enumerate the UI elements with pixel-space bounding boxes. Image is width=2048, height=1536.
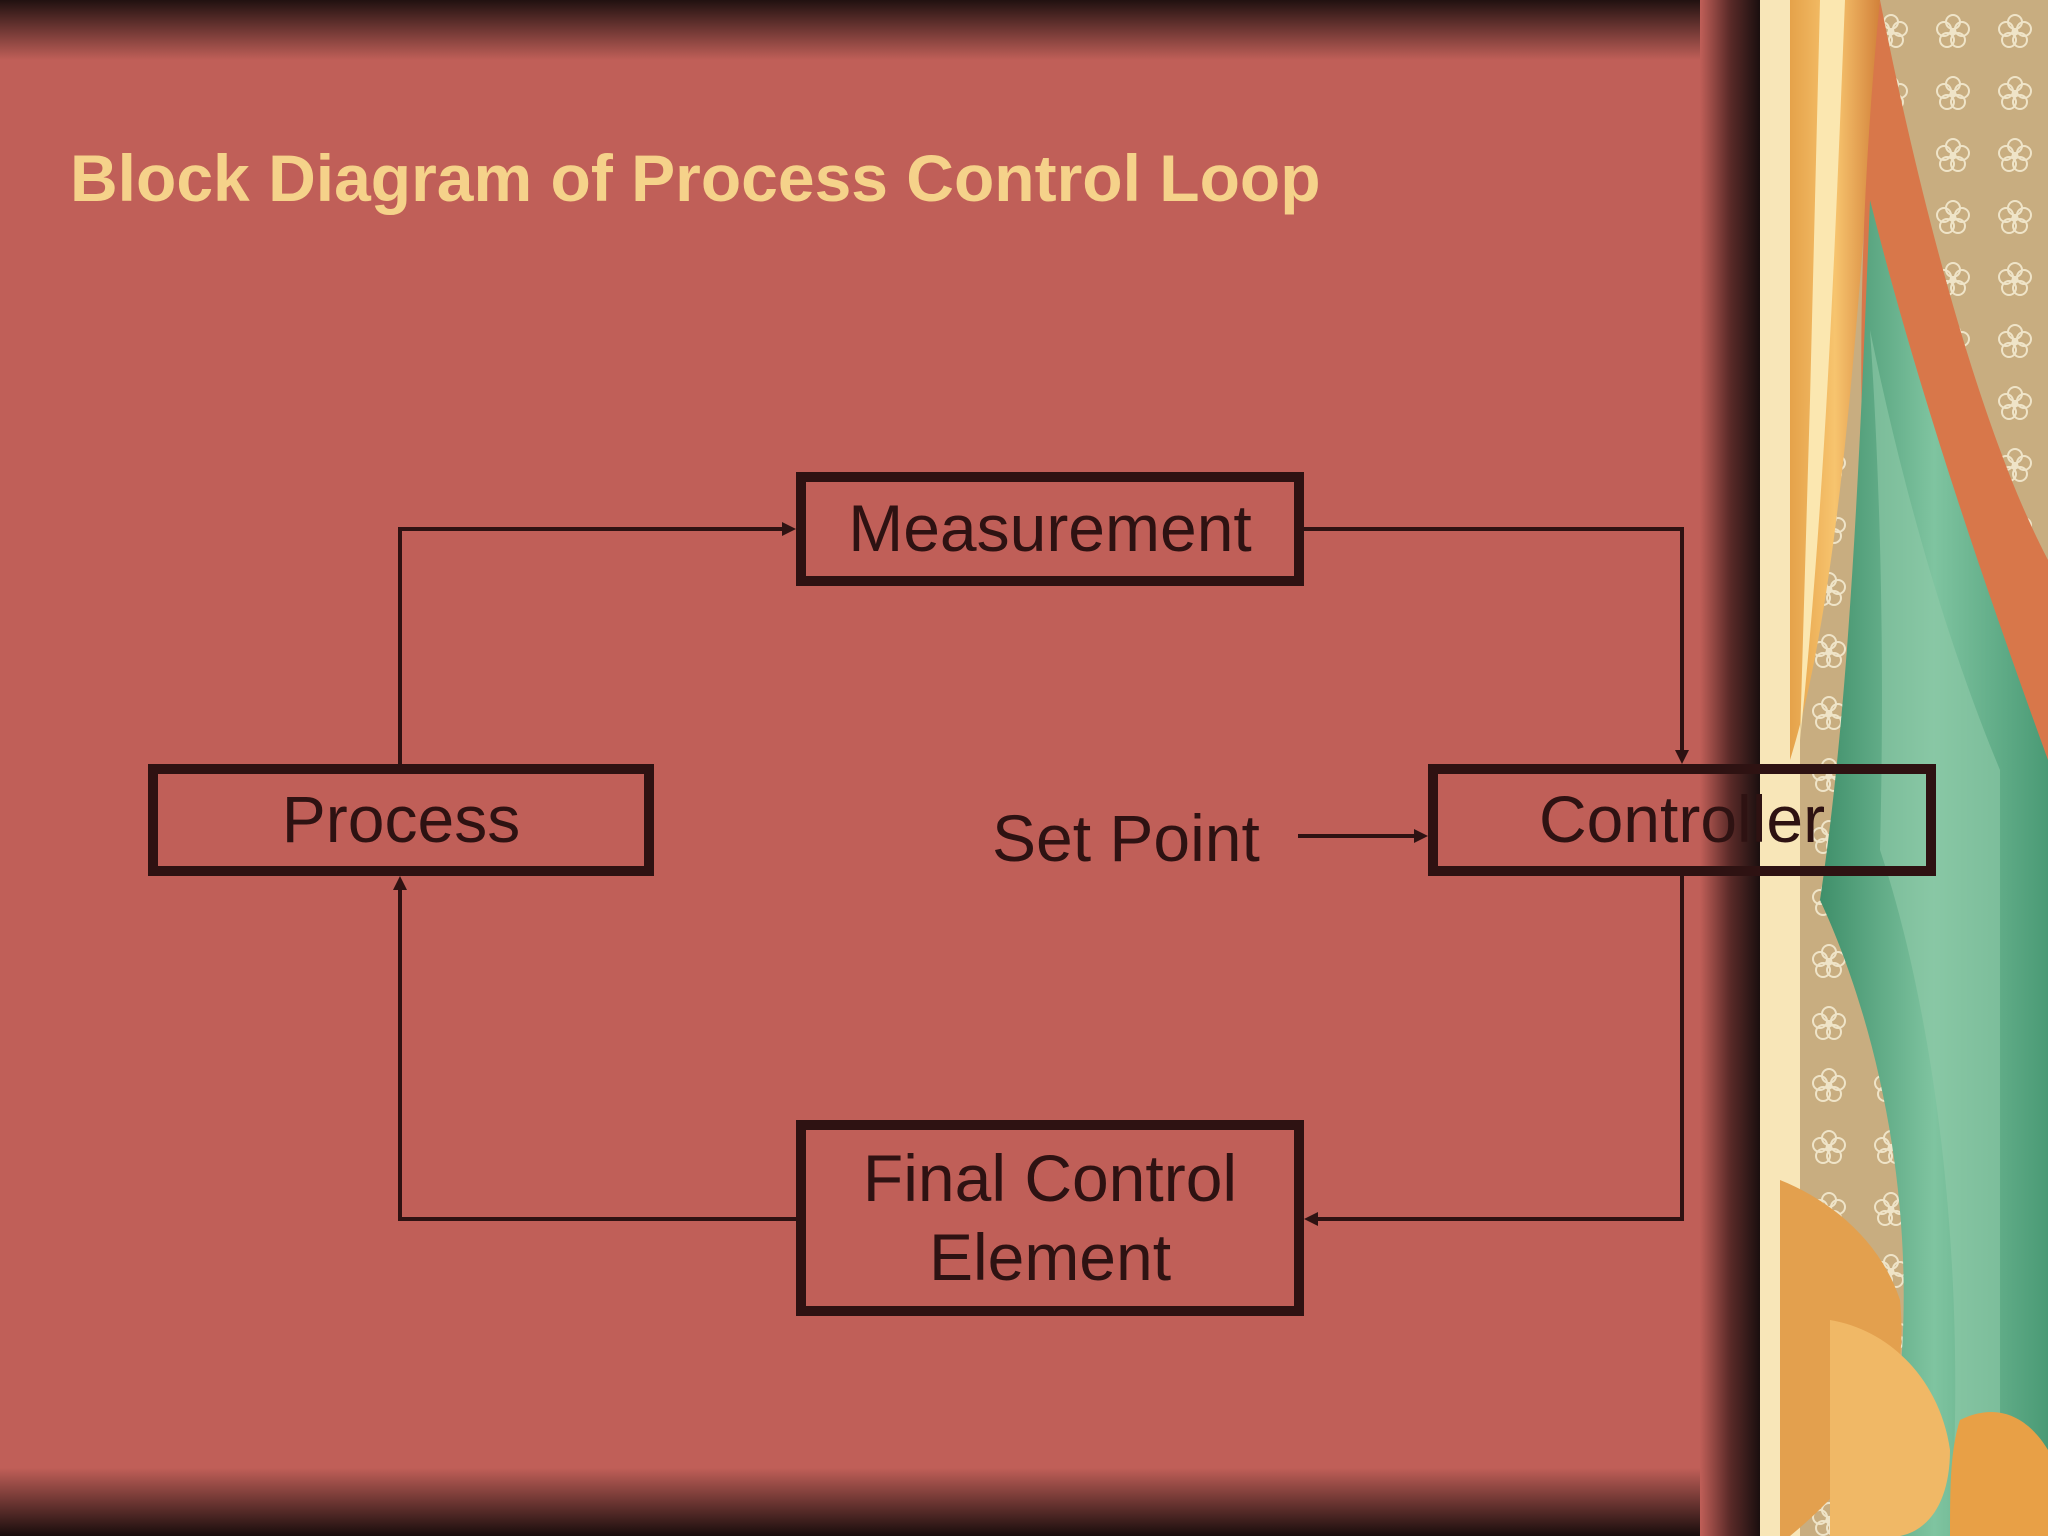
final-control-element-block: Final Control Element <box>796 1120 1304 1316</box>
arrowhead-to-measurement <box>782 522 796 536</box>
final-to-process-connector <box>398 888 796 1221</box>
controller-block: Controller <box>1428 764 1936 876</box>
arrowhead-to-process <box>393 876 407 890</box>
process-block: Process <box>148 764 654 876</box>
connector-lines <box>398 527 1684 1221</box>
measurement-label: Measurement <box>848 491 1252 566</box>
setpoint-label: Set Point <box>992 801 1260 875</box>
arrowhead-to-controller <box>1675 750 1689 764</box>
arrowhead-to-final <box>1304 1212 1318 1226</box>
slide-title: Block Diagram of Process Control Loop <box>70 141 1321 215</box>
measurement-to-controller-connector <box>1304 527 1684 752</box>
process-to-measurement-connector <box>398 527 784 764</box>
final-control-label-line2: Element <box>928 1220 1172 1294</box>
process-label: Process <box>281 782 521 857</box>
arrowhead-setpoint <box>1414 829 1428 843</box>
controller-label: Controller <box>1538 782 1826 857</box>
controller-to-final-connector <box>1316 876 1684 1221</box>
connector-arrowheads <box>393 522 1689 1226</box>
measurement-block: Measurement <box>796 472 1304 586</box>
final-control-label-line1: Final Control <box>862 1140 1238 1215</box>
